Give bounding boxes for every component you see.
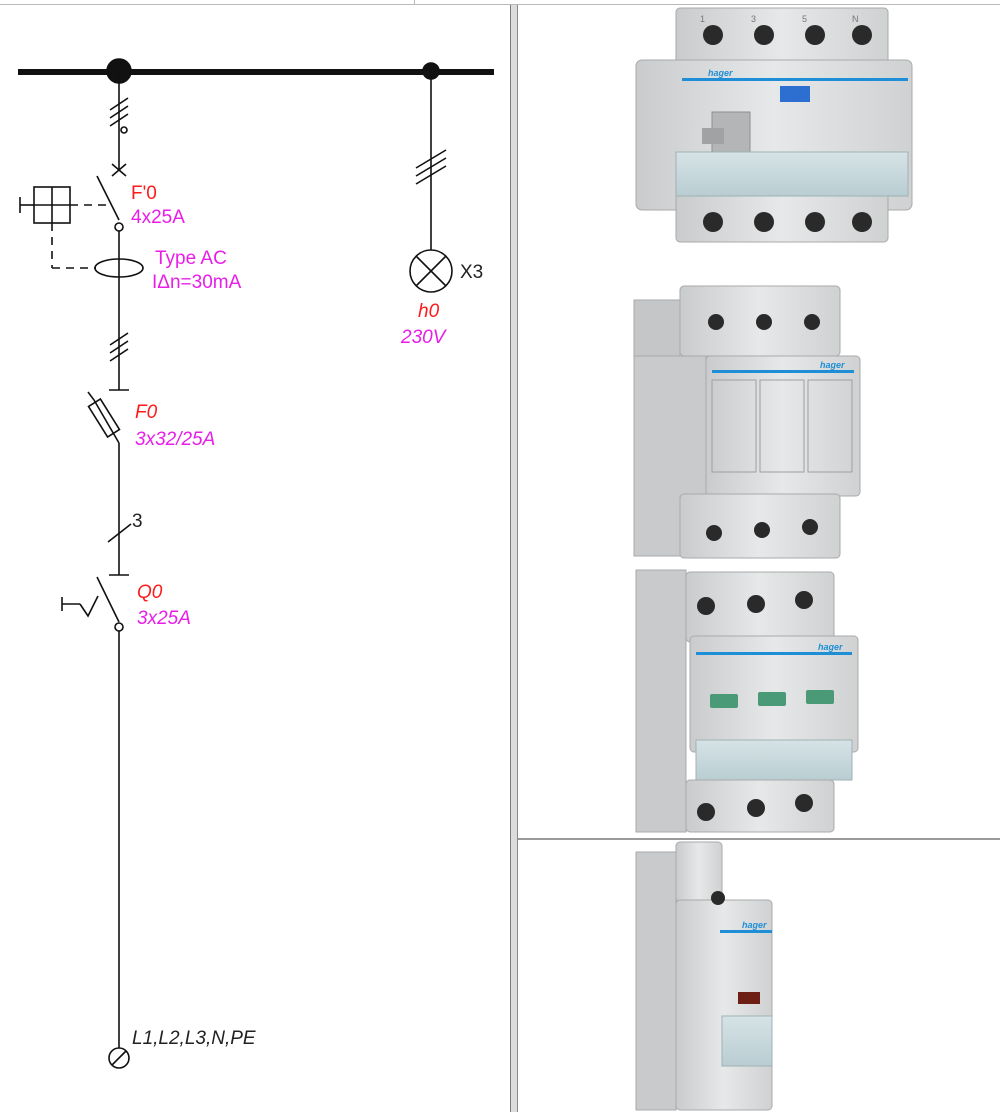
rcd-terminal-5: 5 [802, 14, 807, 24]
top-border-segment [0, 0, 415, 4]
product-switch: hager [635, 569, 859, 833]
rcd-brand: hager [708, 68, 733, 78]
top-border [0, 0, 1000, 5]
product-rcd: 1 3 5 N hager [635, 7, 913, 243]
rcd-contact [96, 163, 127, 390]
panel-divider[interactable] [510, 5, 518, 1112]
switch-symbol [61, 574, 129, 1048]
fuse-rating: 3x32/25A [135, 429, 215, 450]
product-indicator-lamp: hager [635, 841, 773, 1111]
rcd-terminal-n: N [852, 14, 859, 24]
rcd-type: Type AC [155, 248, 227, 269]
lamp-brand: hager [742, 920, 767, 930]
fuse-tag: F0 [135, 402, 158, 423]
rcd-tag: F'0 [131, 183, 157, 204]
conductor-ticks-mid [109, 332, 129, 362]
switch-brand: hager [818, 642, 843, 652]
switch-rating: 3x25A [137, 608, 191, 629]
lamp-ref: X3 [460, 262, 483, 283]
lamp-tag: h0 [418, 301, 440, 322]
lamp-branch [409, 72, 453, 293]
products-separator [518, 838, 1000, 840]
lamp-voltage: 230V [400, 327, 448, 348]
schematic-diagram: F'0 4x25A Type AC IΔn=30mA F0 3x32/25A 3… [18, 58, 494, 1069]
conductor-ticks-top [109, 97, 129, 134]
fuse-holder-brand: hager [820, 360, 845, 370]
rcd-rating: 4x25A [131, 207, 185, 228]
rcd-terminal-1: 1 [700, 14, 705, 24]
products-illustration: 1 3 5 N hager hager [633, 7, 913, 1111]
fuse-symbol [87, 391, 121, 575]
rcd-terminal-3: 3 [751, 14, 756, 24]
rcd-sensitivity: IΔn=30mA [152, 272, 242, 293]
schematic-panel: F'0 4x25A Type AC IΔn=30mA F0 3x32/25A 3… [0, 5, 510, 1112]
conductor-count: 3 [132, 511, 143, 532]
product-fuse-holder: hager [633, 285, 861, 559]
terminal-symbol [108, 1047, 130, 1069]
terminal-label: L1,L2,L3,N,PE [132, 1028, 256, 1049]
rcd-trip-block [19, 186, 144, 278]
switch-tag: Q0 [137, 582, 163, 603]
conductor-count-tick [107, 523, 132, 543]
products-panel: 1 3 5 N hager hager [518, 5, 1000, 1112]
